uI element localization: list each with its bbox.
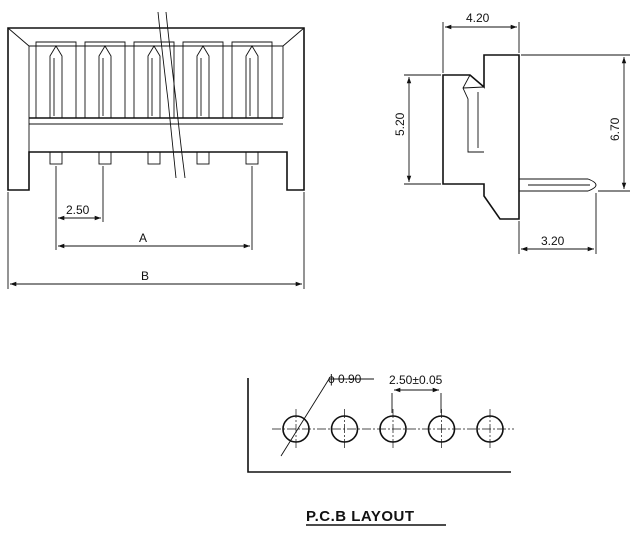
- break-line-right: [165, 11, 186, 179]
- side-view: 4.20 5.20 6.70 3.20: [393, 11, 630, 254]
- side-latch: [462, 74, 485, 153]
- pcb-board-edge: [247, 378, 511, 473]
- pin-stub: [49, 151, 63, 165]
- dim-b-label: B: [141, 269, 149, 283]
- pin-stub: [147, 151, 161, 165]
- dim-a-label: A: [139, 231, 147, 245]
- pcb-pitch-label: 2.50±0.05: [389, 373, 443, 387]
- pin-stubs: [49, 151, 259, 165]
- pitch-label: 2.50: [66, 203, 90, 217]
- body-height-label: 5.20: [393, 112, 407, 136]
- hole-diameter-label: 0.90: [338, 372, 362, 386]
- terminal-cavity: [35, 41, 77, 118]
- terminal-cavity: [84, 41, 126, 118]
- pin-stub: [196, 151, 210, 165]
- hole-diameter-symbol: ϕ: [328, 372, 335, 386]
- terminal-contact: [49, 45, 63, 118]
- terminal-cavity: [182, 41, 224, 118]
- housing-outline: [7, 27, 305, 191]
- pin-stub: [245, 151, 259, 165]
- terminal-contact: [245, 45, 259, 118]
- break-line-left: [157, 11, 177, 179]
- terminal-cavity: [133, 41, 175, 118]
- front-view: 2.50 A B: [7, 0, 305, 289]
- pin-stub: [98, 151, 112, 165]
- pcb-layout: ϕ 0.90 2.50±0.05 P.C.B LAYOUT: [247, 372, 514, 526]
- terminal-cavities: [35, 41, 273, 118]
- hole-diameter-leader: [280, 378, 374, 457]
- housing-top-lip: [7, 27, 305, 47]
- total-height-label: 6.70: [608, 117, 622, 141]
- width-label: 4.20: [466, 11, 490, 25]
- terminal-cavity: [231, 41, 273, 118]
- side-lead: [519, 178, 597, 192]
- terminal-contact: [98, 45, 112, 118]
- side-body-outline: [442, 54, 520, 220]
- pcb-layout-title: P.C.B LAYOUT: [306, 508, 415, 525]
- lead-length-label: 3.20: [541, 234, 565, 248]
- pcb-holes: [282, 409, 504, 449]
- terminal-contact: [196, 45, 210, 118]
- terminal-contact: [147, 45, 161, 118]
